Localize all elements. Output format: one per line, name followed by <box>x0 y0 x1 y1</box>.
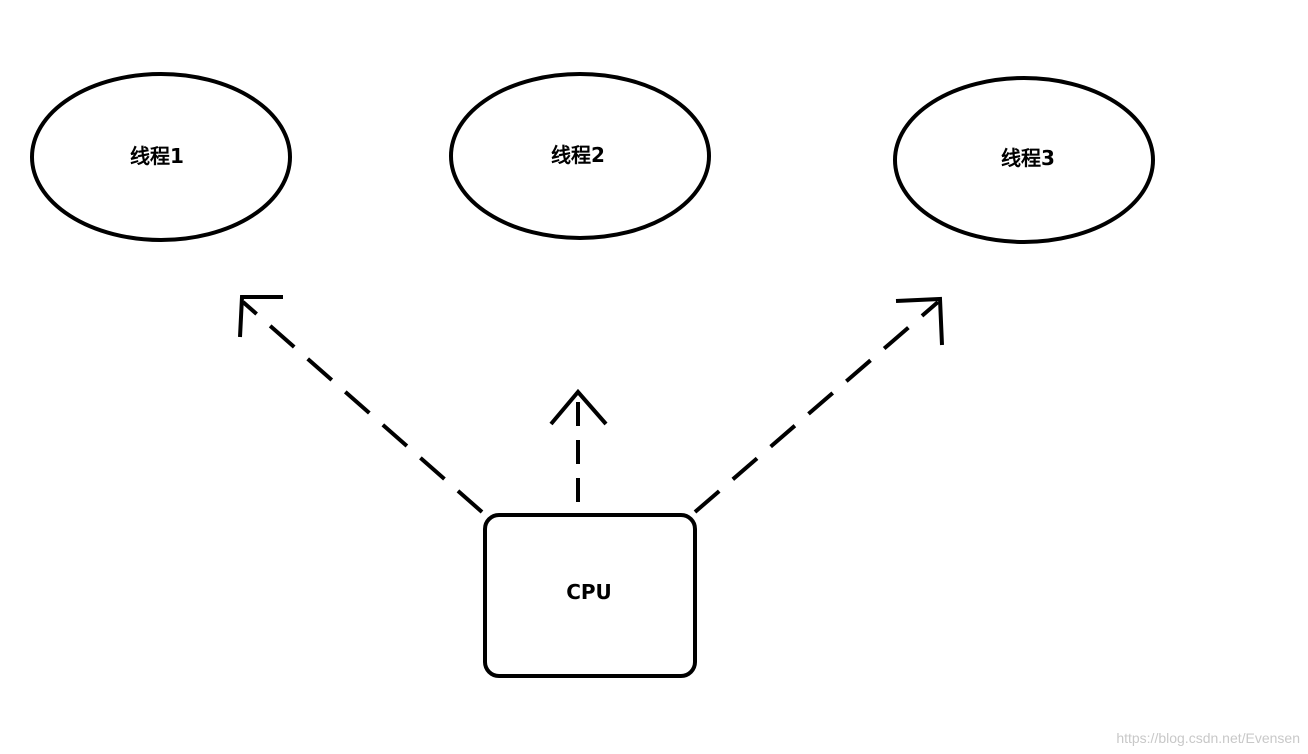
cpu-label: CPU <box>566 580 612 604</box>
thread-3-ellipse <box>893 76 1155 244</box>
watermark: https://blog.csdn.net/Evensen <box>1116 730 1300 746</box>
cpu-node: CPU <box>483 513 697 678</box>
arrowhead-thread-1-icon <box>238 295 283 338</box>
arrowhead-thread-2-icon <box>549 388 608 426</box>
edge-cpu-to-thread-3 <box>693 296 944 514</box>
edge-cpu-to-thread-2 <box>549 388 608 502</box>
thread-2-ellipse <box>449 72 711 240</box>
thread-3-label: 线程3 <box>1001 146 1055 170</box>
thread-2-label: 线程2 <box>551 143 605 167</box>
thread-1-ellipse <box>30 72 292 242</box>
thread-1-label: 线程1 <box>130 144 184 168</box>
edge-cpu-to-thread-1 <box>238 295 484 514</box>
thread-1-node: 线程1 <box>30 72 292 242</box>
edge-cpu-to-thread-3-line <box>693 300 940 514</box>
arrowhead-thread-3-icon <box>895 296 944 346</box>
cpu-box <box>483 513 697 678</box>
edge-cpu-to-thread-1-line <box>241 300 484 514</box>
thread-2-node: 线程2 <box>449 72 711 240</box>
thread-3-node: 线程3 <box>893 76 1155 244</box>
